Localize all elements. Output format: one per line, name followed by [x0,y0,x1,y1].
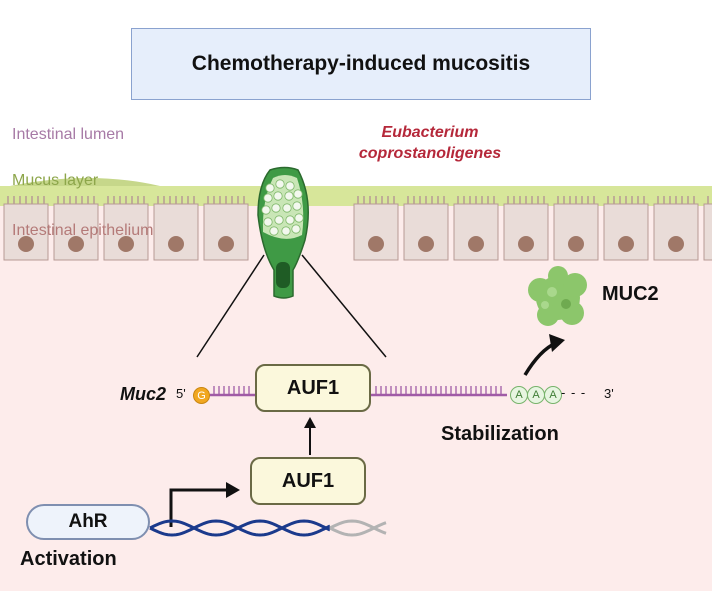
activation-label: Activation [20,548,117,570]
stabilization-label: Stabilization [441,423,559,445]
mucus-layer-edge [10,178,160,186]
mrna-nucleotide-ticks [213,386,502,395]
tail-dashes: - - - [561,385,587,400]
page-title: Chemotherapy-induced mucositis [131,28,591,100]
ahr-box: AhR [26,504,150,540]
epithelial-cell [553,196,599,261]
epithelial-cell [103,196,149,261]
arrow-head-icon [226,482,240,498]
three-prime-label: 3' [604,386,614,401]
epithelial-cell [503,196,549,261]
intestinal-epithelium-label: Intestinal epithelium [12,222,154,239]
epithelial-cell [453,196,499,261]
muc2-gene-label: Muc2 [120,384,167,404]
dna-helix-icon [149,519,387,537]
epithelial-cell [603,196,649,261]
five-prime-label: 5' [176,386,186,401]
arrow-head-icon [304,417,316,428]
transcription-arrow [169,488,228,527]
mucus-layer-label: Mucus layer [12,172,99,189]
epithelial-cell [353,196,399,261]
epithelial-cell [203,196,249,261]
goblet-cell-icon [257,166,309,299]
epithelial-cell [3,196,49,261]
epithelial-cell [703,196,712,261]
auf1-bound-box: AUF1 [255,364,371,412]
arrow-head-icon [549,334,565,352]
mrna-cap-icon: G [193,387,210,404]
bacterium-label: Eubacterium coprostanoligenes [320,122,540,164]
zoom-line-left [196,254,265,358]
epithelial-cell [403,196,449,261]
epithelial-cell [153,196,199,261]
polya-nucleotide: A [544,386,562,404]
zoom-line-right [301,254,387,358]
polya-nucleotide: A [527,386,545,404]
epithelial-cells [3,196,712,261]
bacterium-genus: Eubacterium [381,124,479,141]
auf1-expressed-box: AUF1 [250,457,366,505]
epithelial-cell [653,196,699,261]
protein-aggregate-icon [528,266,587,326]
epithelial-cell [53,196,99,261]
bacterium-species: coprostanoligenes [358,145,502,162]
muc2-protein-label: MUC2 [602,283,659,305]
mucus-layer-band [0,186,712,206]
intestinal-lumen-label: Intestinal lumen [12,126,125,143]
polya-nucleotide: A [510,386,528,404]
